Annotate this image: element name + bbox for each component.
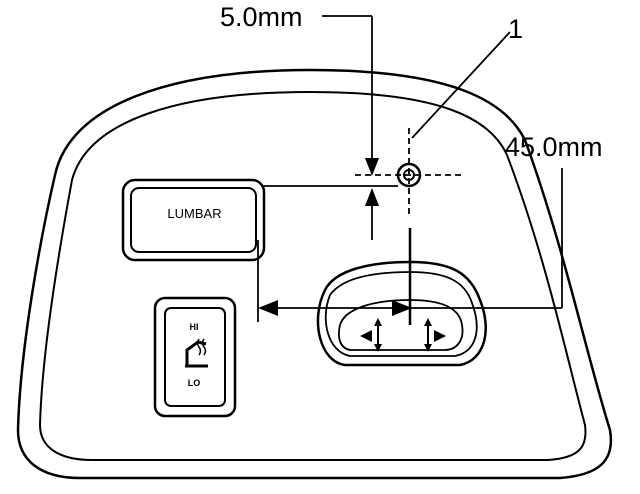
panel-bezel-outer <box>16 68 613 480</box>
heat-switch-outer <box>153 296 237 418</box>
reference-leader-line <box>411 31 511 139</box>
seat-control-arrows <box>360 318 446 352</box>
reference-number-label: 1 <box>508 14 524 44</box>
drill-point-marker <box>355 128 465 215</box>
dimension-45mm <box>257 168 563 325</box>
lumbar-switch-outer <box>121 178 266 262</box>
dimension-top-label: 5.0mm <box>220 2 303 32</box>
dimension-right-label: 45.0mm <box>505 132 603 162</box>
lumbar-switch-label: LUMBAR <box>167 206 222 221</box>
panel-bezel-inner <box>38 90 587 461</box>
seat-heater-icon <box>185 338 208 368</box>
lumbar-switch-button <box>130 187 257 253</box>
heat-switch-button <box>164 307 226 407</box>
seat-control-housing-outer <box>316 260 487 367</box>
dimension-5mm <box>262 15 398 240</box>
seat-control-housing-inner <box>324 271 478 357</box>
heat-switch-low-label: LO <box>187 378 201 388</box>
seat-control-knob <box>337 299 464 351</box>
heat-switch-high-label: HI <box>189 322 199 332</box>
